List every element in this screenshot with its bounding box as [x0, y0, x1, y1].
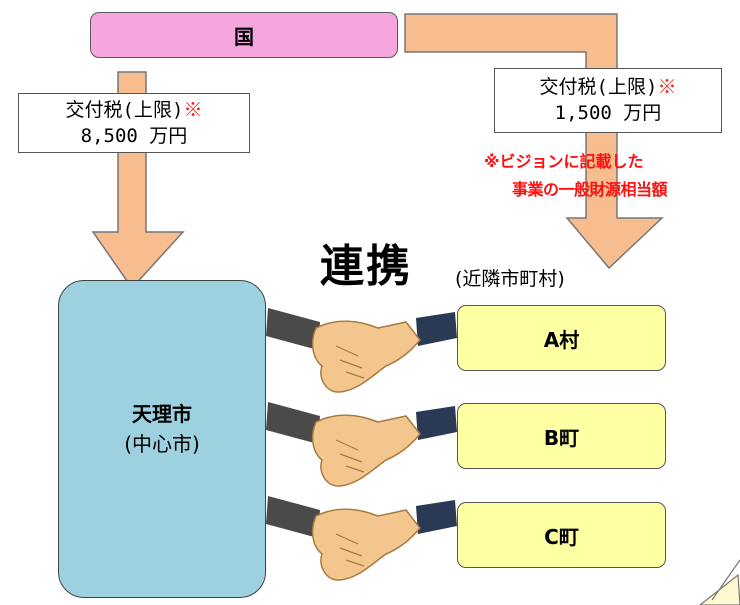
corner-line: [711, 559, 740, 601]
town-label: C町: [544, 524, 579, 549]
handshake-icon: [266, 308, 457, 393]
note-line-2: 事業の一般財源相当額: [512, 180, 668, 199]
country-label: 国: [234, 24, 254, 49]
note-line-1: ※ビジョンに記載した: [484, 152, 644, 171]
right-elbow-arrow: [404, 13, 664, 270]
town-box-a: A村: [457, 305, 666, 371]
left-grant-box: 交付税(上限)※ 8,500 万円: [18, 93, 250, 153]
town-box-c: C町: [457, 502, 666, 568]
right-grant-amount: 1,500 万円: [554, 102, 662, 124]
corner-decoration: [699, 573, 740, 605]
right-grant-title: 交付税(上限)※: [539, 76, 677, 98]
central-city-sub: (中心市): [124, 432, 200, 456]
handshake-icon: [266, 402, 457, 487]
left-grant-amount: 8,500 万円: [80, 125, 188, 147]
central-city-name: 天理市: [132, 402, 192, 426]
link-title: 連携: [320, 241, 412, 292]
central-city-box: 天理市 (中心市): [58, 280, 266, 598]
handshake-icon: [266, 496, 457, 581]
left-grant-title: 交付税(上限)※: [65, 99, 203, 121]
town-label: A村: [543, 327, 580, 352]
country-box: 国: [90, 12, 398, 58]
town-label: B町: [543, 425, 580, 450]
town-box-b: B町: [457, 403, 666, 469]
right-grant-box: 交付税(上限)※ 1,500 万円: [494, 68, 722, 133]
neighbors-label: (近隣市町村): [455, 268, 565, 290]
